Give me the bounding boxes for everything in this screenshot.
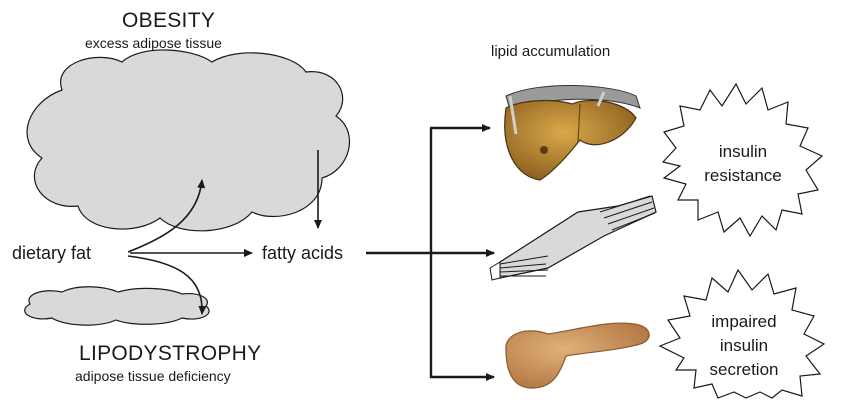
impaired-secretion-text: impaired insulin secretion [702, 310, 786, 382]
muscle-illustration [490, 196, 656, 280]
insulin-resistance-line-1: insulin [703, 140, 783, 164]
impaired-secretion-line-2: insulin [702, 334, 786, 358]
insulin-resistance-text: insulin resistance [703, 140, 783, 188]
fatty-acids-label: fatty acids [262, 244, 343, 262]
impaired-secretion-line-1: impaired [702, 310, 786, 334]
insulin-resistance-line-2: resistance [703, 164, 783, 188]
obesity-subtitle: excess adipose tissue [85, 36, 222, 50]
lipodystrophy-title: LIPODYSTROPHY [79, 343, 261, 364]
obesity-adipose-cloud [27, 50, 349, 231]
lipodystrophy-subtitle: adipose tissue deficiency [75, 369, 231, 383]
obesity-title: OBESITY [122, 10, 215, 31]
lipodystrophy-adipose-cloud [25, 287, 209, 325]
lipid-accumulation-label: lipid accumulation [491, 44, 610, 59]
dietary-fat-label: dietary fat [12, 244, 91, 262]
impaired-secretion-line-3: secretion [702, 358, 786, 382]
liver-illustration [505, 85, 640, 180]
pancreas-illustration [506, 323, 649, 388]
